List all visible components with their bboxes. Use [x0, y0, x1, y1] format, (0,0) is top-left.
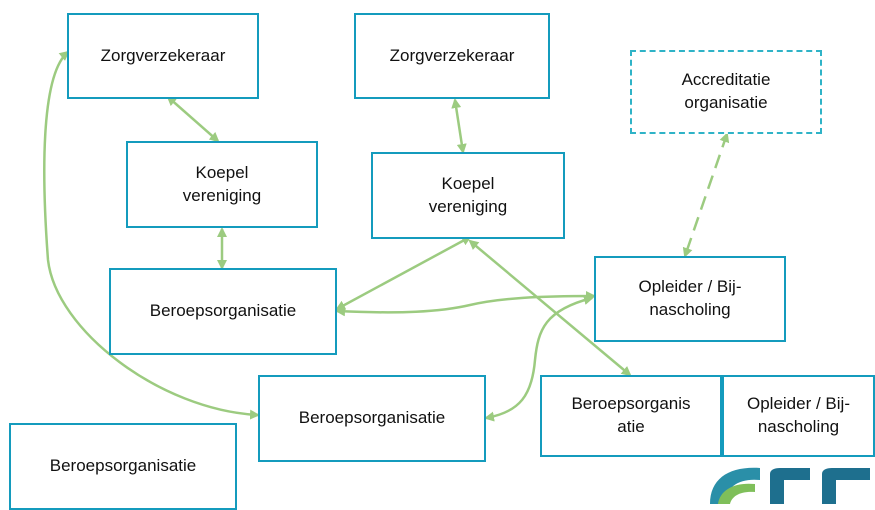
node-label: Beroepsorganisatie: [298, 408, 446, 428]
node-label: Zorgverzekeraar: [100, 45, 226, 65]
arrow-beroepsorganisatie1-koepel2: [335, 235, 472, 311]
node-accreditatie-organisatie: Accreditatie organisatie: [630, 50, 822, 134]
node-beroepsorganisatie-1: Beroepsorganisatie: [109, 268, 337, 355]
node-beroepsorganisatie-2: Beroepsorganisatie: [258, 375, 486, 462]
node-label: Beroepsorganis atie: [571, 394, 691, 436]
node-label: Opleider / Bij- nascholing: [638, 277, 742, 319]
node-opleider-bijnascholing-2: Opleider / Bij- nascholing: [722, 375, 875, 457]
node-zorgverzekeraar-2: Zorgverzekeraar: [354, 13, 550, 99]
node-label: Opleider / Bij- nascholing: [747, 394, 850, 436]
arrow-zorgverzekeraar2-koepel2: [451, 98, 467, 154]
node-beroepsorganisatie-3: Beroepsorganis atie: [540, 375, 722, 457]
node-label: Koepel vereniging: [428, 173, 508, 216]
node-koepel-vereniging-2: Koepel vereniging: [371, 152, 565, 239]
node-zorgverzekeraar-1: Zorgverzekeraar: [67, 13, 259, 99]
node-label: Beroepsorganisatie: [149, 301, 297, 321]
node-koepel-vereniging-1: Koepel vereniging: [126, 141, 318, 228]
arrow-zorgverzekeraar1-koepel1: [166, 95, 220, 143]
partial-logo-icon: [700, 460, 875, 504]
node-label: Koepel vereniging: [182, 162, 262, 205]
arrow-beroepsorganisatie1-opleider1: [335, 291, 596, 317]
node-beroepsorganisatie-4: Beroepsorganisatie: [9, 423, 237, 510]
node-label: Accreditatie organisatie: [681, 70, 771, 112]
node-opleider-bijnascholing-1: Opleider / Bij- nascholing: [594, 256, 786, 342]
arrow-zorgverzekeraar1-beroepsorganisatie2: [43, 50, 260, 420]
arrow-opleider1-beroepsorganisatie2: [484, 295, 594, 422]
dashed-arrow-accreditatie-opleider1: [682, 132, 730, 258]
node-label: Zorgverzekeraar: [389, 45, 515, 65]
node-label: Beroepsorganisatie: [49, 456, 197, 476]
